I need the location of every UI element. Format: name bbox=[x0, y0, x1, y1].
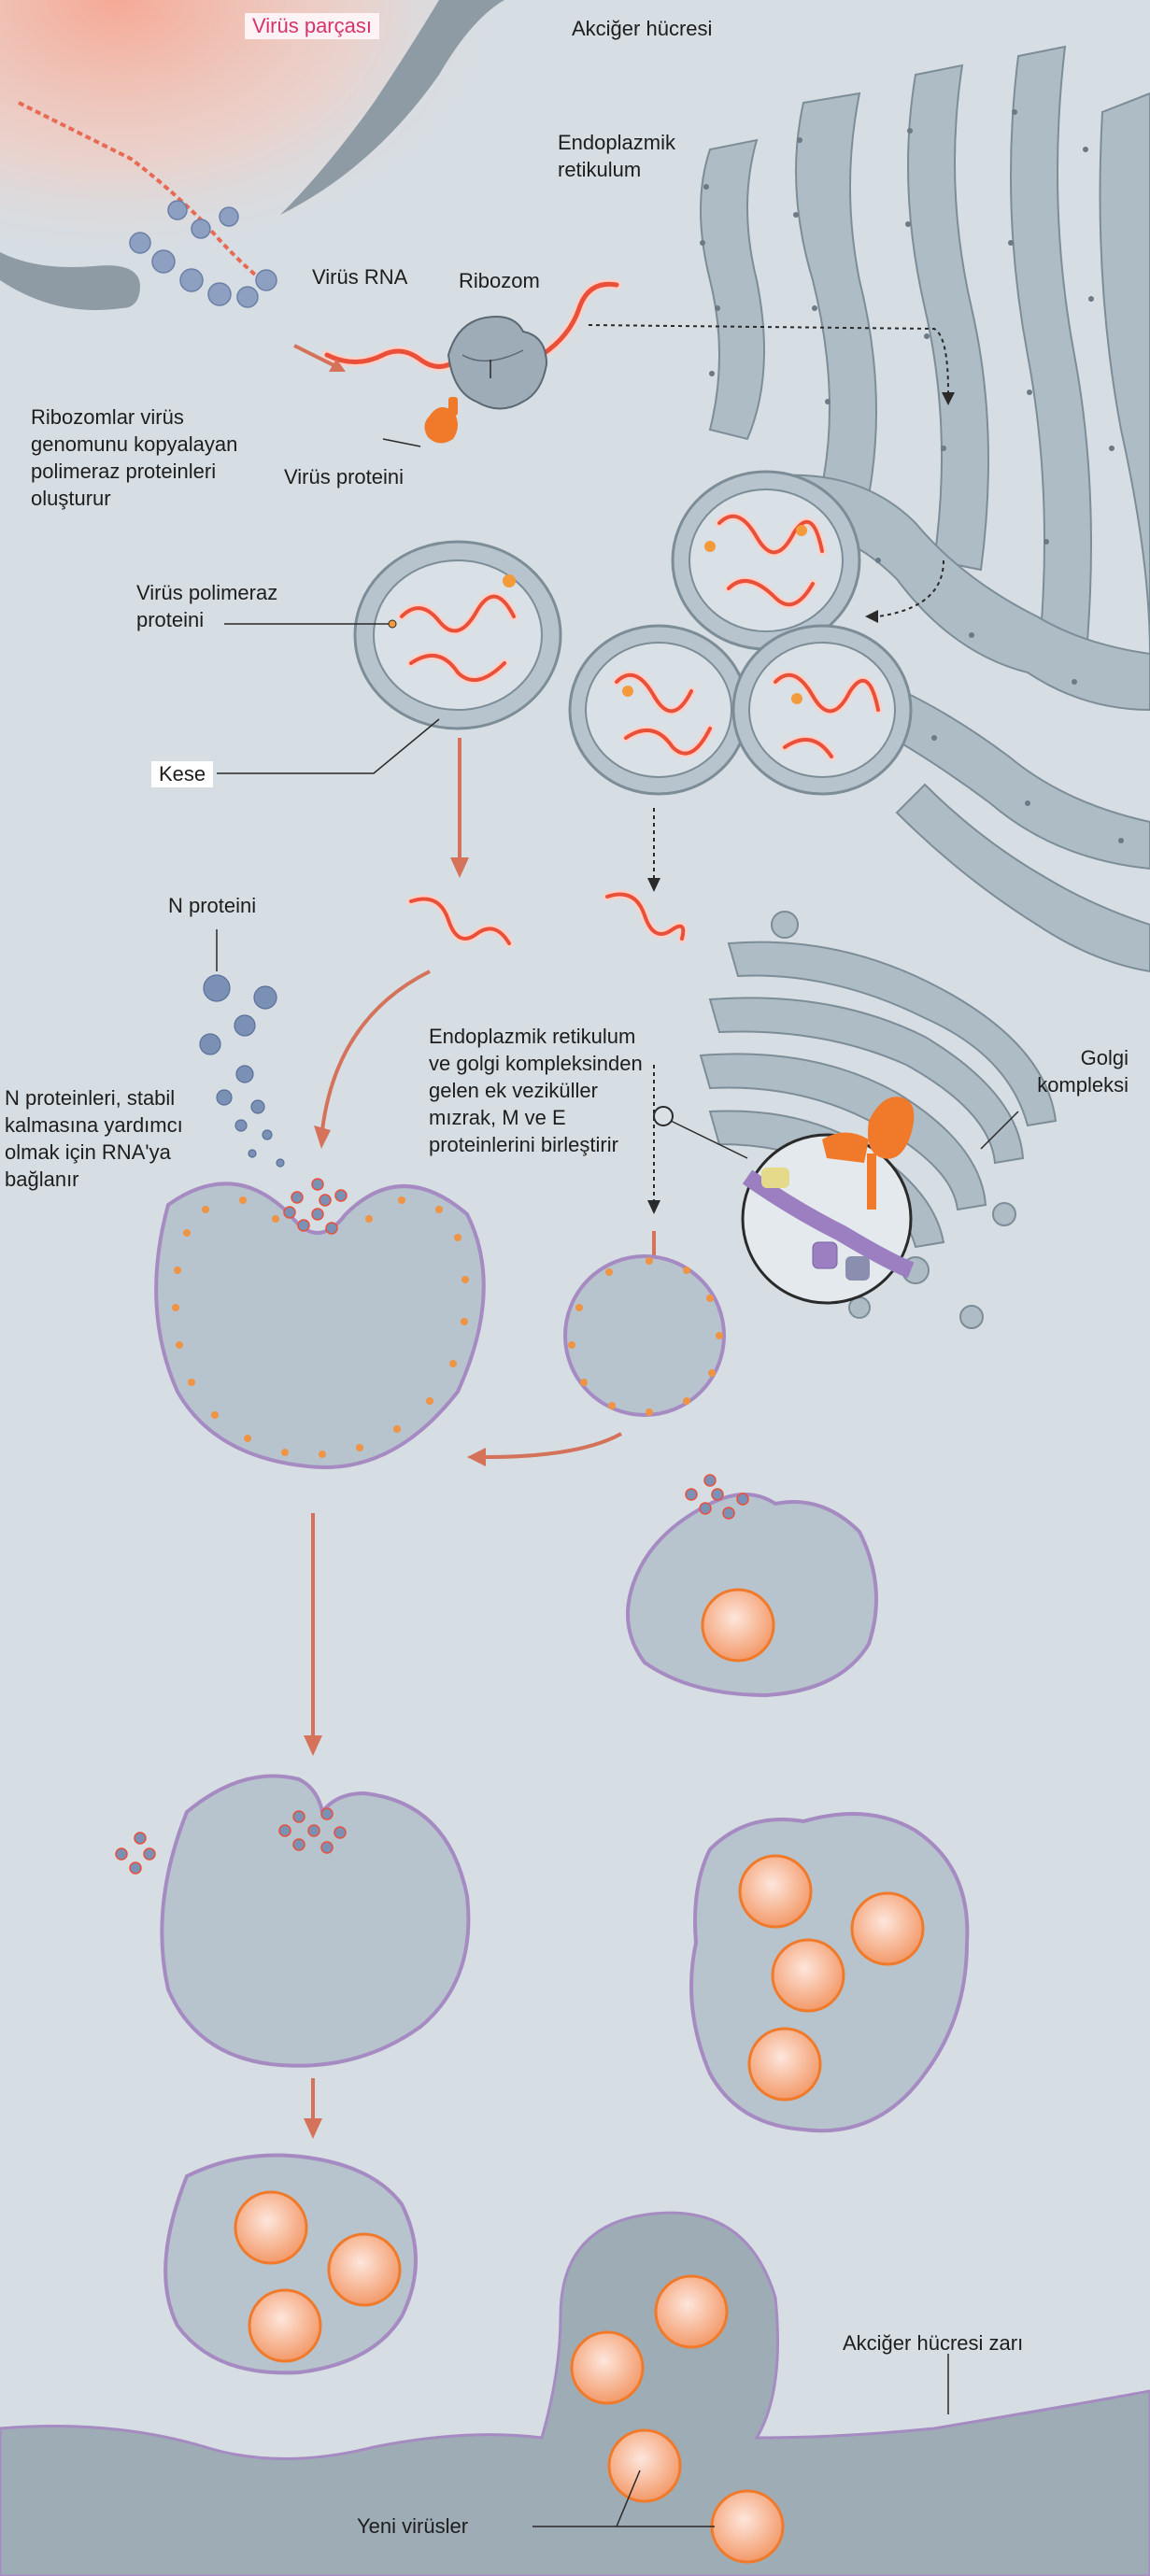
organelle-piece bbox=[0, 252, 140, 310]
virus-rna-strand bbox=[324, 348, 461, 369]
organelle-strand bbox=[280, 0, 504, 215]
label-golgi: Golgi kompleksi bbox=[1037, 1046, 1129, 1097]
free-rna bbox=[406, 890, 688, 948]
virion-vesicle-large bbox=[689, 1812, 970, 2133]
virion-vesicle-small bbox=[163, 2153, 418, 2375]
label-ribosome: Ribozom bbox=[459, 269, 540, 292]
label-virus-rna: Virüs RNA bbox=[312, 265, 408, 289]
label-lung-cell: Akciğer hücresi bbox=[572, 17, 713, 40]
label-virus-fragment: Virüs parçası bbox=[245, 13, 379, 39]
label-cell-membrane: Akciğer hücresi zarı bbox=[843, 2331, 1024, 2355]
cell-membrane bbox=[0, 2211, 1150, 2576]
assembly-vesicle-1 bbox=[154, 1178, 486, 1469]
budding-vesicle-1 bbox=[626, 1474, 878, 1698]
label-n-protein-note: N proteinleri, stabil kalmasına yardımcı… bbox=[5, 1086, 183, 1191]
label-new-viruses: Yeni virüsler bbox=[357, 2514, 469, 2538]
vesicle-rna bbox=[397, 512, 883, 761]
endoplasmic-reticulum bbox=[700, 45, 1150, 973]
assembly-vesicle-3 bbox=[115, 1774, 471, 2068]
virus-protein-shape bbox=[424, 397, 458, 444]
polymerase-dots bbox=[503, 525, 807, 704]
zoom-lens bbox=[653, 1097, 915, 1305]
dotted-arrow-1 bbox=[588, 324, 949, 393]
label-ribosome-note: Ribozomlar virüs genomunu kopyalayan pol… bbox=[31, 405, 238, 510]
label-vesicle: Kese bbox=[151, 761, 214, 787]
assembly-vesicle-2 bbox=[563, 1254, 726, 1417]
label-polymerase-protein: Virüs polimeraz proteini bbox=[136, 581, 278, 631]
n-protein-cluster bbox=[199, 974, 285, 1168]
virus-fragment-chain bbox=[18, 101, 277, 308]
label-er: Endoplazmik retikulum bbox=[558, 131, 675, 181]
label-virus-protein: Virüs proteini bbox=[284, 465, 404, 488]
label-spike-note: Endoplazmik retikulum ve golgi kompleksi… bbox=[429, 1025, 643, 1156]
golgi-complex bbox=[699, 941, 1058, 1249]
label-n-protein: N proteini bbox=[168, 894, 257, 917]
ribosome-shape bbox=[447, 316, 548, 410]
er-ribosome-dots bbox=[700, 109, 1124, 843]
